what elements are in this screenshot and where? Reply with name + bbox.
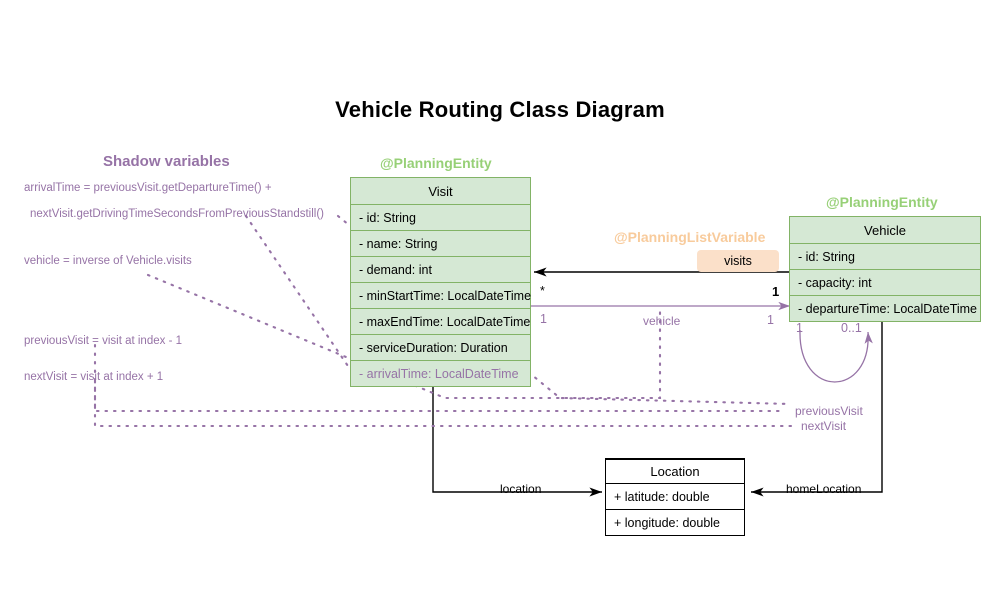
shadow-variables-heading: Shadow variables bbox=[103, 153, 230, 170]
class-box-location[interactable]: Location + latitude: double + longitude:… bbox=[605, 458, 745, 536]
location-edge-label: location bbox=[500, 482, 542, 496]
visit-attribute-min-start-time: - minStartTime: LocalDateTime bbox=[351, 282, 531, 308]
self-loop-target-multiplicity: 0..1 bbox=[841, 321, 862, 335]
edge-vehicle-self-loop bbox=[799, 329, 873, 383]
visit-attribute-id: - id: String bbox=[351, 204, 530, 230]
visit-attribute-name: - name: String bbox=[351, 230, 530, 256]
shadow-note-next-visit: nextVisit = visit at index + 1 bbox=[24, 371, 164, 383]
shadow-note-arrival-time-1: arrivalTime = previousVisit.getDeparture… bbox=[24, 182, 272, 194]
class-box-visit[interactable]: Visit - id: String - name: String - dema… bbox=[350, 177, 531, 387]
visit-attribute-demand: - demand: int bbox=[351, 256, 530, 282]
visit-attribute-arrival-time: - arrivalTime: LocalDateTime bbox=[351, 360, 530, 386]
home-location-edge-label: homeLocation bbox=[786, 482, 862, 496]
visits-badge[interactable]: visits bbox=[697, 250, 779, 272]
vehicle-class-name: Vehicle bbox=[864, 222, 906, 238]
next-visit-label: nextVisit bbox=[801, 419, 847, 433]
visits-target-multiplicity: 1 bbox=[772, 284, 780, 299]
vehicle-target-multiplicity: 1 bbox=[767, 313, 774, 327]
location-attribute-latitude: + latitude: double bbox=[606, 483, 744, 509]
class-box-vehicle[interactable]: Vehicle - id: String - capacity: int - d… bbox=[789, 216, 981, 322]
previous-visit-label: previousVisit bbox=[795, 404, 863, 418]
shadow-note-arrival-time-2: nextVisit.getDrivingTimeSecondsFromPrevi… bbox=[30, 208, 324, 220]
visit-attribute-service-duration: - serviceDuration: Duration bbox=[351, 334, 530, 360]
shadow-note-previous-visit: previousVisit = visit at index - 1 bbox=[24, 335, 182, 347]
location-attribute-longitude: + longitude: double bbox=[606, 509, 744, 535]
vehicle-source-multiplicity: 1 bbox=[540, 312, 547, 326]
visit-attribute-max-end-time: - maxEndTime: LocalDateTime bbox=[351, 308, 530, 334]
vehicle-edge-label: vehicle bbox=[643, 314, 681, 328]
planning-list-variable-stereotype: @PlanningListVariable bbox=[614, 229, 766, 245]
visit-stereotype: @PlanningEntity bbox=[380, 155, 492, 171]
vehicle-attribute-capacity: - capacity: int bbox=[790, 269, 980, 295]
self-loop-source-multiplicity: 1 bbox=[796, 321, 803, 335]
vehicle-attribute-id: - id: String bbox=[790, 243, 980, 269]
visits-source-multiplicity: * bbox=[540, 284, 545, 298]
location-class-name: Location bbox=[606, 459, 744, 483]
vehicle-stereotype: @PlanningEntity bbox=[826, 194, 938, 210]
visit-class-name: Visit bbox=[428, 183, 453, 199]
vehicle-attribute-departure-time: - departureTime: LocalDateTime bbox=[790, 295, 980, 321]
shadow-note-vehicle: vehicle = inverse of Vehicle.visits bbox=[24, 255, 192, 267]
page-title: Vehicle Routing Class Diagram bbox=[335, 97, 665, 122]
edge-location bbox=[432, 382, 602, 497]
